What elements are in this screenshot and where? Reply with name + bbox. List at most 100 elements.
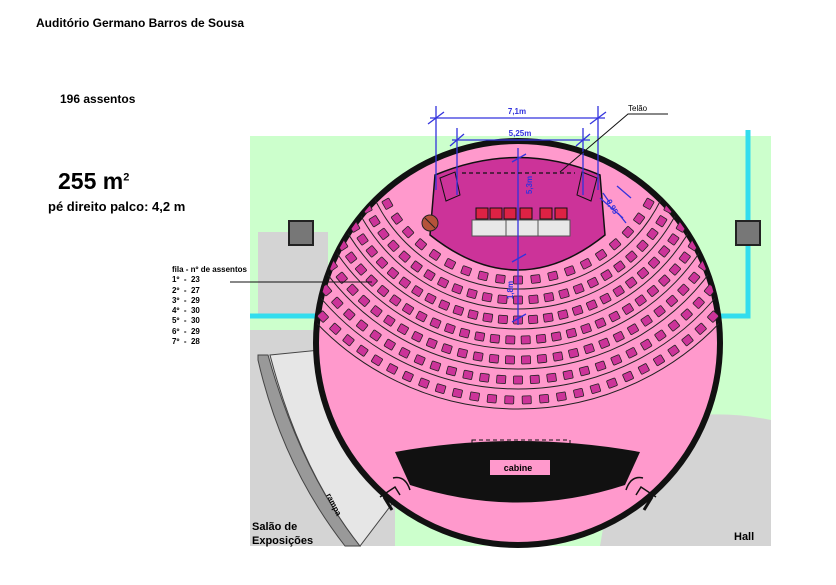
seat (329, 322, 342, 335)
seat (621, 226, 634, 239)
seat (355, 263, 367, 276)
seat (642, 197, 655, 210)
seat (474, 331, 486, 342)
seat (633, 212, 645, 225)
seat (667, 344, 680, 357)
seat (653, 305, 666, 318)
hall-label: Hall (734, 531, 754, 543)
seat (460, 265, 472, 277)
seat (429, 317, 442, 329)
seat (658, 245, 671, 258)
seat (558, 288, 570, 299)
dim-inner-width: 5,25m (509, 129, 532, 138)
rows-table-heading: fila - nº de assentos (172, 265, 247, 274)
seat (370, 305, 383, 318)
seat (444, 323, 456, 334)
seat (481, 292, 493, 303)
seat (486, 393, 498, 404)
seat (472, 351, 484, 362)
seat (608, 310, 621, 323)
seat (356, 344, 369, 357)
door-left (379, 476, 411, 511)
seat (434, 383, 447, 394)
seat (625, 347, 638, 359)
seat (653, 354, 665, 367)
area-label: 255 m2 (58, 168, 129, 195)
exhibition-label-1: Salão de (252, 521, 297, 533)
seat (316, 310, 329, 323)
seat (636, 239, 649, 252)
seat (418, 377, 430, 389)
seat (368, 215, 381, 228)
seat (550, 331, 562, 342)
seat (613, 260, 626, 273)
seat (688, 271, 701, 284)
seat (694, 322, 707, 335)
seat (536, 353, 548, 364)
seat (467, 309, 479, 320)
seat (346, 283, 359, 296)
seat-row-riser (316, 256, 720, 370)
seat (489, 333, 501, 344)
seat (556, 391, 567, 402)
seat (622, 370, 634, 383)
rows-table-row: 6º - 29 (172, 326, 200, 336)
seat (497, 294, 508, 305)
seat (441, 343, 453, 355)
seat (648, 256, 660, 269)
seat-row-riser (326, 235, 710, 350)
seat (580, 258, 592, 270)
seat (609, 238, 622, 251)
seat (429, 360, 442, 372)
seat (547, 270, 559, 282)
row-seats: 27 (190, 285, 200, 295)
screen-label: Telão (628, 104, 648, 113)
seat (365, 245, 378, 258)
row-seats: 30 (190, 306, 200, 316)
seat (640, 314, 653, 327)
seat (538, 393, 550, 404)
seat (398, 276, 411, 289)
seat (627, 323, 639, 335)
seat (424, 292, 437, 305)
seat (410, 260, 423, 273)
seat (529, 374, 540, 385)
seat (456, 348, 468, 359)
dimensions (427, 106, 632, 325)
seat (459, 327, 471, 339)
seat (552, 351, 564, 362)
seat (414, 238, 427, 251)
row-number: 6º (172, 326, 180, 336)
seat (520, 355, 532, 365)
seat (428, 249, 441, 261)
seat (477, 270, 489, 282)
seat (381, 197, 394, 210)
rows-table-row: 7º - 28 (172, 337, 200, 347)
exhibition-label-2: Exposições (252, 535, 313, 547)
seat (680, 308, 693, 321)
seat-total: 196 assentos (60, 92, 136, 106)
rows-table-row: 2º - 27 (172, 285, 200, 295)
seat (655, 215, 668, 228)
seat (640, 338, 653, 351)
seat (530, 274, 541, 284)
seat (482, 312, 494, 323)
seat (345, 251, 358, 264)
seat (331, 296, 344, 309)
row-number: 2º (172, 285, 180, 295)
seat (692, 296, 705, 309)
seat (365, 274, 378, 287)
seat (600, 269, 613, 281)
seat (580, 323, 592, 334)
exhibition-wall (257, 354, 362, 547)
seat (402, 370, 414, 383)
seat (646, 285, 659, 297)
seat (599, 292, 612, 305)
area-value: 255 m (58, 168, 124, 194)
seat (667, 233, 680, 246)
seat (451, 283, 464, 295)
seat (402, 226, 415, 239)
booth-label: cabine (504, 463, 533, 473)
seat (595, 249, 608, 261)
seat (398, 250, 411, 263)
